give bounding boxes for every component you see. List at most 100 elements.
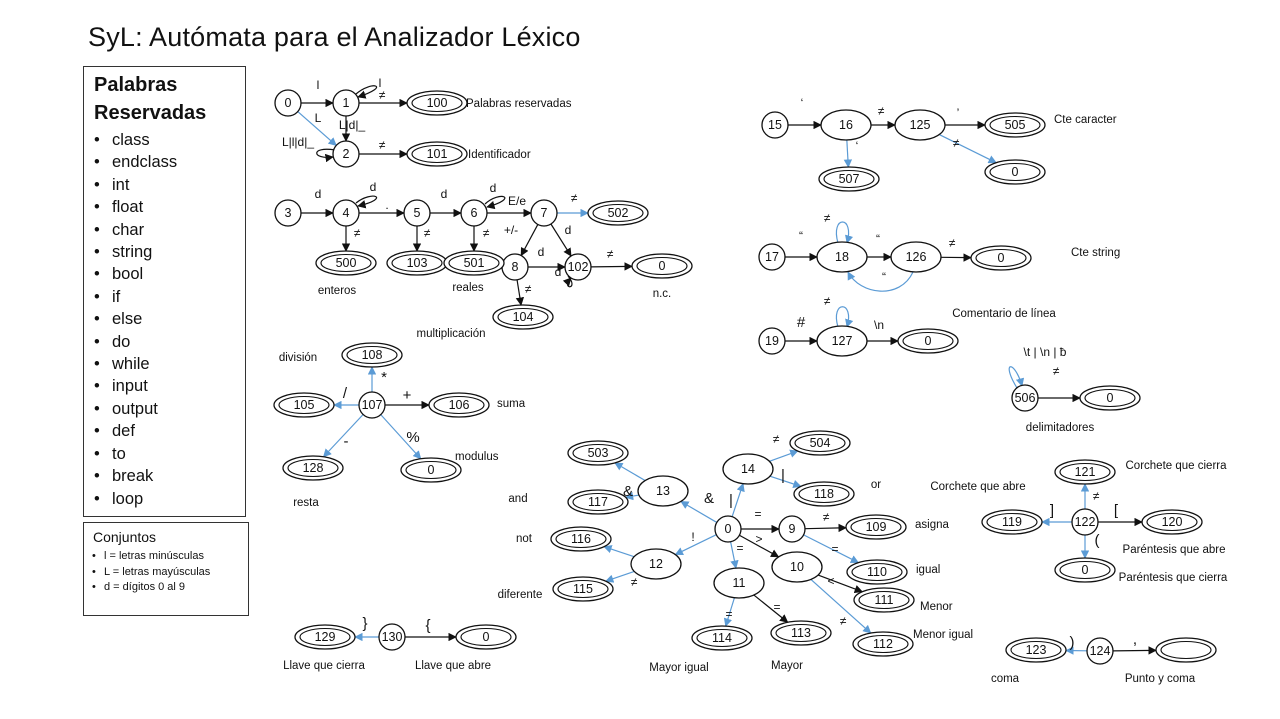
state-label: 8	[512, 260, 519, 274]
edge-label: d	[441, 187, 448, 201]
edge-label: “	[876, 232, 880, 246]
edge-label: \t | \n | ƀ	[1024, 345, 1067, 359]
edge-label: ’	[957, 106, 960, 120]
state-label: 125	[910, 118, 931, 132]
transition-edge	[550, 223, 572, 257]
caption-label: igual	[916, 564, 940, 576]
state-label: 0	[1107, 391, 1114, 405]
transition-edge	[730, 541, 739, 569]
state-label: 500	[336, 256, 357, 270]
edge-label: &	[623, 483, 633, 500]
state-label: 117	[588, 495, 608, 509]
reserved-word: def	[94, 420, 177, 442]
transition-edge	[520, 224, 539, 257]
reserved-word: string	[94, 241, 177, 263]
edge-label: =	[754, 507, 761, 521]
reserved-word: break	[94, 465, 177, 487]
state-label: 101	[427, 147, 448, 161]
edge-label: ‘	[856, 139, 859, 153]
state-node: 123	[1005, 637, 1067, 663]
transition-edge	[804, 523, 847, 533]
state-label: 5	[414, 206, 421, 220]
transition-edge	[322, 414, 364, 458]
state-label: 507	[839, 172, 860, 186]
edge-label: |	[729, 492, 733, 509]
state-node: 6	[460, 199, 488, 227]
state-label: 115	[573, 582, 593, 596]
caption-label: Comentario de línea	[952, 308, 1056, 320]
state-node	[1155, 637, 1217, 663]
edge-label: =	[773, 600, 780, 614]
state-node: 17	[758, 243, 786, 271]
state-label: 110	[867, 565, 887, 579]
reserved-word: while	[94, 353, 177, 375]
edge-label: ≠	[824, 211, 831, 225]
state-label: 0	[483, 630, 490, 644]
state-node: 129	[294, 624, 356, 650]
edge-label: ≠	[953, 136, 960, 150]
edge-label: d	[370, 180, 377, 194]
state-node: 11	[713, 567, 765, 599]
caption-label: diferente	[498, 589, 543, 601]
set-item: d = dígitos 0 al 9	[92, 580, 210, 596]
state-node: 121	[1054, 459, 1116, 485]
state-node: 104	[492, 304, 554, 330]
state-node: 2	[332, 140, 360, 168]
state-label: 104	[513, 310, 534, 324]
transition-edge	[680, 500, 718, 523]
transition-edge	[739, 534, 780, 558]
edge-label: *	[381, 369, 387, 386]
state-node: 0	[897, 328, 959, 354]
transition-edge	[614, 462, 646, 482]
state-node: 507	[818, 166, 880, 192]
edge-label: }	[362, 615, 367, 632]
state-label: 105	[294, 398, 315, 412]
edge-label: l	[317, 78, 320, 92]
transition-edge	[810, 579, 872, 634]
edge-label: l	[379, 76, 382, 90]
edge-label: L	[315, 111, 322, 125]
reserved-words-title: Palabras Reservadas	[94, 74, 207, 124]
state-label: 14	[741, 462, 755, 476]
caption-label: Mayor	[771, 660, 803, 672]
state-label: 124	[1090, 644, 1111, 658]
reserved-word: else	[94, 308, 177, 330]
edge-label: ≠	[840, 614, 847, 628]
state-node: 8	[501, 253, 529, 281]
edge-label: \n	[874, 318, 884, 332]
edge-label: =	[725, 607, 732, 621]
state-node: 500	[315, 250, 377, 276]
state-label: 109	[866, 520, 887, 534]
reserved-word: float	[94, 196, 177, 218]
state-label: 121	[1075, 465, 1096, 479]
transition-edge	[723, 597, 736, 627]
state-node: 119	[981, 509, 1043, 535]
transition-edge	[604, 570, 635, 583]
edge-label: ≠	[571, 191, 578, 205]
state-label: 108	[362, 348, 383, 362]
caption-label: multiplicación	[416, 328, 485, 340]
caption-label: Cte caracter	[1054, 114, 1117, 126]
caption-label: suma	[497, 398, 526, 410]
state-node: 3	[274, 199, 302, 227]
caption-label: or	[871, 479, 881, 491]
reserved-word: do	[94, 331, 177, 353]
edge-label: &	[704, 490, 714, 507]
state-label: 114	[712, 631, 732, 645]
state-node: 0	[970, 245, 1032, 271]
loop-edge	[562, 275, 573, 288]
edge-label: L|l|d|_	[282, 135, 314, 149]
state-label: 116	[571, 532, 591, 546]
state-node: 102	[564, 253, 592, 281]
set-item: L = letras mayúsculas	[92, 565, 210, 581]
state-label: 129	[315, 630, 336, 644]
edge-label: L|d|_	[339, 118, 366, 132]
edge-label: ≠	[823, 510, 830, 524]
state-node: 502	[587, 200, 649, 226]
edge-label: ≠	[631, 575, 638, 589]
transition-edge	[753, 594, 789, 623]
edge-label: E/e	[508, 194, 526, 208]
state-node: 501	[443, 250, 505, 276]
state-label: 119	[1002, 515, 1022, 529]
